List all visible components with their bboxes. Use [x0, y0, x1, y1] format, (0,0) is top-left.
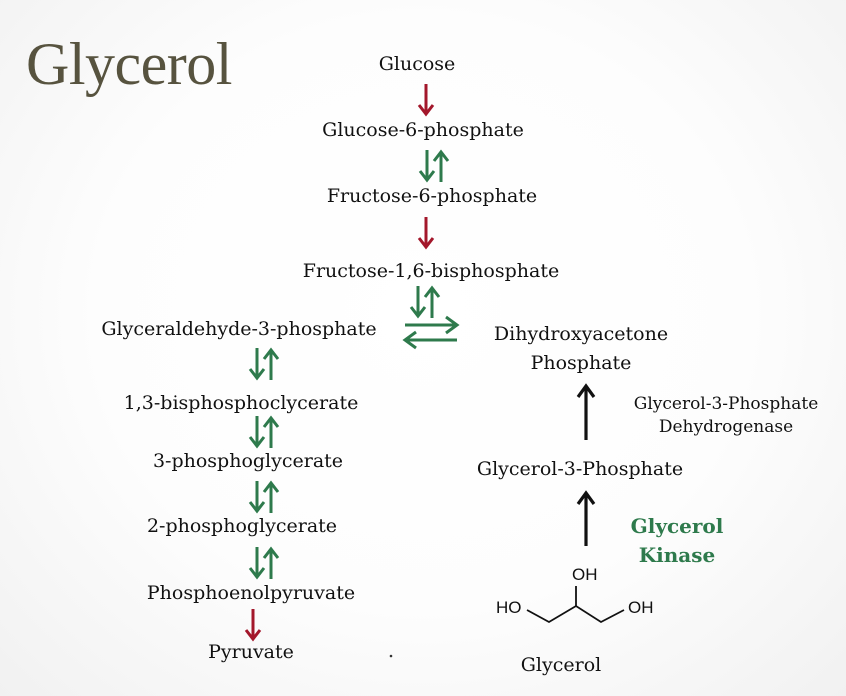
page-title: Glycerol	[26, 31, 232, 97]
stray-dot	[389, 654, 393, 658]
1-3-bisphosphoglycerate-label: 1,3-bisphosphoclycerate	[123, 392, 359, 414]
dihydroxyacetone-phosphate-label: Dihydroxyacetone Phosphate	[494, 320, 668, 377]
dehydrogenase-line-2: Dehydrogenase	[658, 416, 794, 437]
arrow-pep-to-pyruvate	[244, 608, 262, 641]
dhap-line-1: Dihydroxyacetone	[493, 323, 669, 345]
arrow-g6p-f6p-reversible	[418, 148, 450, 184]
fructose-1-6-bisphosphate-label: Fructose-1,6-bisphosphate	[302, 260, 560, 282]
arrow-g3p-dhap-reversible	[402, 315, 460, 350]
dhap-line-2: Phosphate	[530, 351, 632, 374]
glycerol-3-phosphate-dehydrogenase-label: Glycerol-3-Phosphate Dehydrogenase	[634, 393, 819, 439]
arrow-f16bp-split-reversible	[409, 284, 441, 320]
arrow-glycerol-to-g3p	[576, 490, 596, 546]
kinase-line-1: Glycerol	[630, 514, 724, 538]
glyceraldehyde-3-phosphate-label: Glyceraldehyde-3-phosphate	[101, 318, 377, 340]
glucose-6-phosphate-label: Glucose-6-phosphate	[322, 119, 524, 141]
arrow-2pg-pep-reversible	[248, 545, 280, 581]
phosphoenolpyruvate-label: Phosphoenolpyruvate	[146, 582, 356, 604]
arrow-glucose-to-g6p	[417, 83, 435, 116]
kinase-line-2: Kinase	[638, 543, 716, 567]
structure-oh-right: OH	[628, 598, 654, 617]
arrow-f6p-to-f16bp	[417, 216, 435, 249]
structure-ho-left: HO	[496, 598, 522, 617]
glycerol-3-phosphate-label: Glycerol-3-Phosphate	[476, 458, 684, 480]
arrow-3pg-2pg-reversible	[248, 479, 280, 515]
fructose-6-phosphate-label: Fructose-6-phosphate	[326, 185, 538, 207]
dehydrogenase-line-1: Glycerol-3-Phosphate	[633, 394, 819, 414]
glycerol-structure	[526, 586, 625, 624]
arrow-g3p-to-dhap	[576, 383, 596, 440]
arrow-g3p-13bpg-reversible	[248, 346, 280, 382]
structure-oh-top: OH	[572, 565, 598, 584]
glycerol-label: Glycerol	[520, 654, 602, 676]
arrow-13bpg-3pg-reversible	[248, 414, 280, 450]
3-phosphoglycerate-label: 3-phosphoglycerate	[152, 450, 344, 472]
glucose-label: Glucose	[378, 53, 456, 75]
2-phosphoglycerate-label: 2-phosphoglycerate	[146, 515, 338, 537]
glycerol-kinase-label: Glycerol Kinase	[631, 512, 724, 570]
pyruvate-label: Pyruvate	[208, 641, 294, 663]
